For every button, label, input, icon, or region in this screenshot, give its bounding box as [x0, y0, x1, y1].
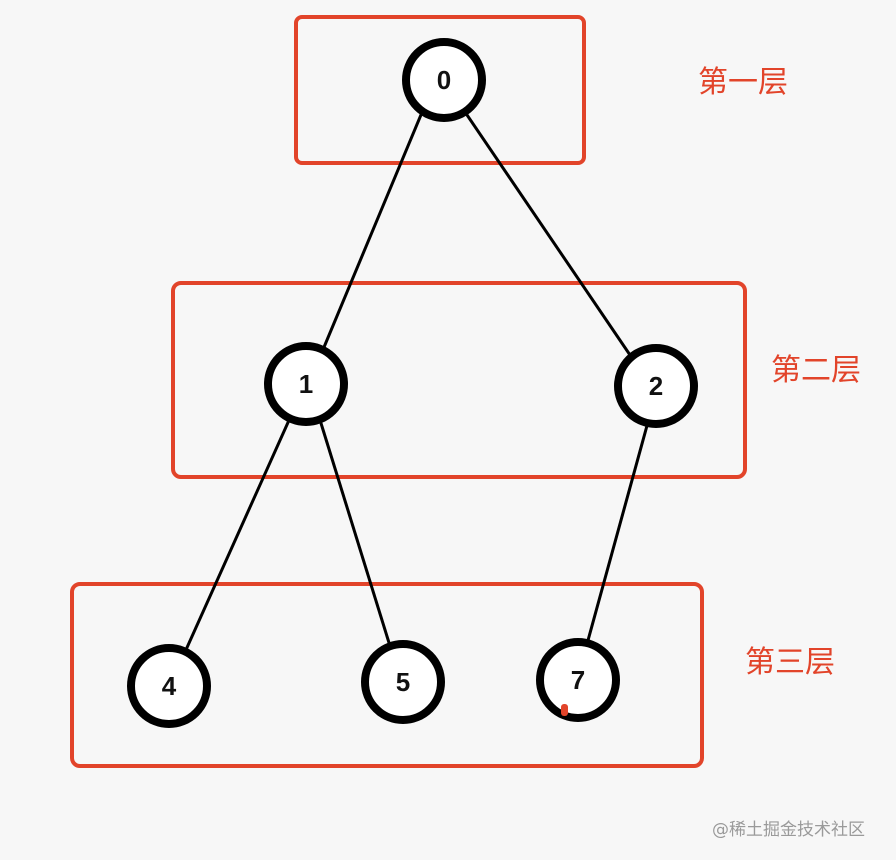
node-1-label: 1 — [299, 369, 313, 399]
node-4: 4 — [127, 644, 211, 728]
edge-0-2 — [463, 111, 632, 356]
edge-0-1 — [320, 109, 425, 353]
level-2-frame — [171, 281, 747, 479]
node-2: 2 — [614, 344, 698, 428]
node-5: 5 — [361, 640, 445, 724]
watermark-text: @稀土掘金技术社区 — [712, 820, 865, 840]
node-0-label: 0 — [437, 65, 451, 95]
node-7: 7 — [536, 638, 620, 722]
level-1-frame — [294, 15, 586, 165]
node-4-label: 4 — [162, 671, 177, 701]
node-0: 0 — [402, 38, 486, 122]
level-3-frame — [70, 582, 704, 768]
level-3-label: 第三层 — [745, 645, 835, 680]
level-2-label: 第二层 — [771, 353, 861, 388]
node-7-label: 7 — [571, 665, 585, 695]
level-1-label: 第一层 — [698, 65, 788, 100]
node-2-label: 2 — [649, 371, 663, 401]
node-5-label: 5 — [396, 667, 410, 697]
node-1: 1 — [264, 342, 348, 426]
edge-2-7 — [585, 421, 650, 645]
edge-1-4 — [183, 417, 292, 653]
edge-1-5 — [318, 419, 392, 647]
red-marker-dot — [561, 704, 568, 716]
